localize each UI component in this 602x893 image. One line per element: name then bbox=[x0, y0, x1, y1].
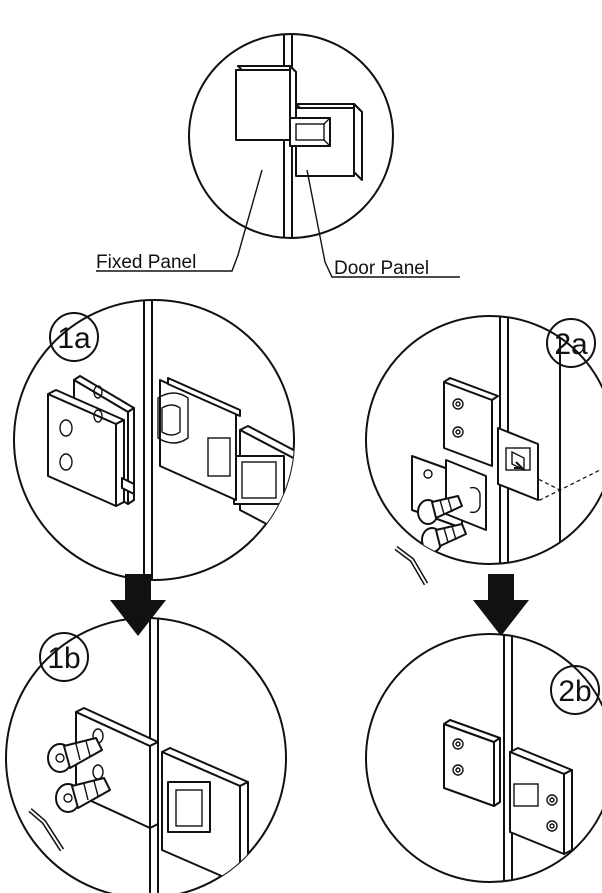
hex-key-icon bbox=[394, 546, 429, 586]
step-2b-label: 2b bbox=[558, 675, 591, 708]
door-side-plate bbox=[233, 425, 294, 551]
step-2b-detail: 2b bbox=[365, 633, 602, 883]
hinge-body bbox=[497, 427, 539, 501]
arrow-down-icon bbox=[473, 574, 529, 636]
fixed-panel-label: Fixed Panel bbox=[96, 252, 196, 273]
step-1b-detail: 1b bbox=[5, 617, 287, 893]
hinge-body bbox=[157, 377, 241, 501]
step-1b-badge bbox=[39, 632, 89, 682]
step-2a-detail: 2a bbox=[365, 315, 602, 586]
step-2a-label: 2a bbox=[554, 328, 588, 361]
step-2a-badge bbox=[546, 318, 596, 368]
door-side-plate bbox=[161, 747, 249, 885]
screw-hole bbox=[59, 419, 73, 437]
mounted-fixed-plate bbox=[443, 377, 499, 467]
step-2a-circle bbox=[365, 315, 602, 565]
fixed-side-plate bbox=[75, 707, 159, 829]
screw-icon bbox=[47, 737, 103, 773]
step-1a-badge bbox=[49, 312, 99, 362]
step-1a-circle bbox=[13, 299, 295, 581]
screw-icon bbox=[55, 777, 111, 813]
step-2b-circle bbox=[365, 633, 602, 883]
mounted-fixed-plate bbox=[443, 719, 501, 807]
fixed-side-plate bbox=[47, 375, 135, 507]
step-1b-circle bbox=[5, 617, 287, 893]
step-1a-detail: 1a bbox=[13, 299, 295, 581]
mounted-door-plate bbox=[509, 747, 573, 855]
step-1a-label: 1a bbox=[57, 322, 91, 355]
fixed-panel-plate bbox=[235, 65, 297, 146]
screw-icon bbox=[417, 495, 463, 525]
door-panel-leader bbox=[306, 169, 460, 278]
screw-icon bbox=[421, 523, 467, 553]
overview-detail: Fixed Panel Door Panel bbox=[96, 33, 460, 279]
step-1b-label: 1b bbox=[47, 642, 80, 675]
fixed-panel-leader bbox=[96, 169, 263, 272]
door-panel-label: Door Panel bbox=[334, 258, 429, 279]
step-2b-badge bbox=[550, 665, 600, 715]
door-panel-plate bbox=[289, 103, 363, 181]
screw-hole bbox=[59, 453, 73, 471]
